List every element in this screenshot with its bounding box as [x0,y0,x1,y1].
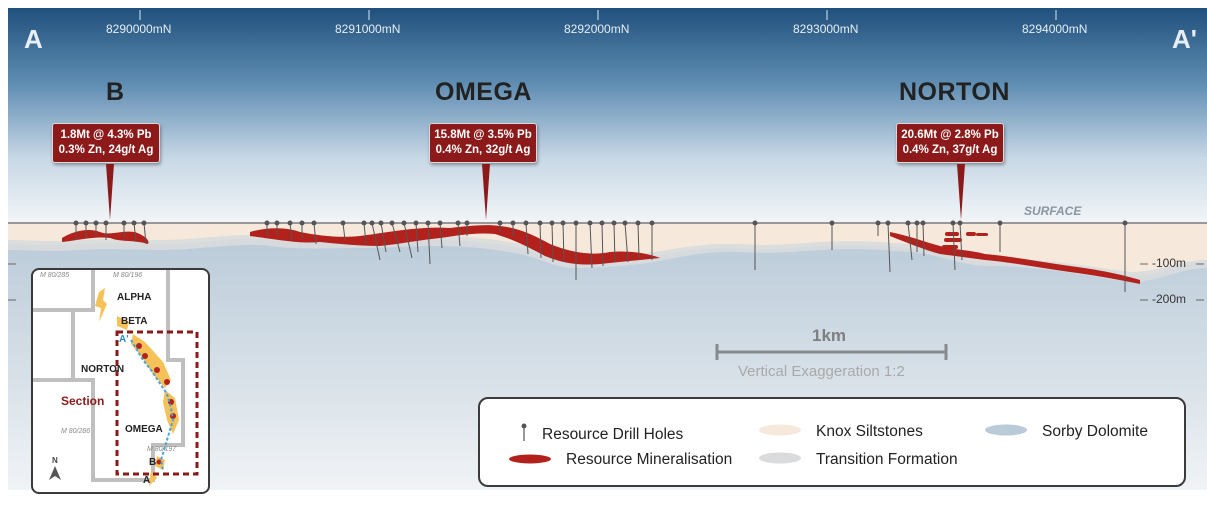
scale-bar [715,344,948,360]
mineralisation-b [62,230,149,244]
drill-hole-icon [520,423,528,446]
sky [8,8,1207,223]
inset-label-omega: OMEGA [125,424,163,435]
legend-label: Resource Drill Holes [542,425,684,443]
inset-label-beta: BETA [121,316,148,327]
callout-line-2: 0.4% Zn, 32g/t Ag [435,144,531,156]
northing-label: 8290000mN [106,22,172,36]
section-end-label: A' [1172,24,1197,54]
mineralisation-norton [890,232,1140,284]
scale-label: 1km [812,326,847,345]
legend-item-drill-holes: Resource Drill Holes [520,423,683,446]
northing-label: 8292000mN [564,22,630,36]
callout-pointer-omega [482,164,490,220]
resource-callout-b: 1.8Mt @ 4.3% Pb 0.3% Zn, 24g/t Ag [52,123,160,163]
knox-swatch [758,423,802,441]
mineralisation-bodies [62,225,1140,284]
lease-label: M 80/285 [40,272,70,279]
depth-label-100: -100m [1152,256,1187,270]
callout-line-2: 0.3% Zn, 24g/t Ag [58,144,154,156]
inset-label-section-end: A' [119,334,129,345]
inset-label-section-start: A [143,475,151,486]
northing-label: 8294000mN [1022,22,1088,36]
inset-label-b: B [149,457,157,468]
deposit-name-omega: OMEGA [435,78,532,106]
callout-pointer-b [106,164,114,220]
callout-line-1: 20.6Mt @ 2.8% Pb [901,129,999,141]
legend-item-sorby: Sorby Dolomite [984,423,1148,441]
section-start-label: A [24,24,43,54]
callout-line-1: 15.8Mt @ 3.5% Pb [434,129,532,141]
legend-item-transition: Transition Formation [758,451,958,469]
legend-item-knox: Knox Siltstones [758,423,923,441]
bottom-margin [0,490,1207,506]
callout-line-2: 0.4% Zn, 37g/t Ag [902,144,998,156]
resource-callout-norton: 20.6Mt @ 2.8% Pb 0.4% Zn, 37g/t Ag [896,123,1004,163]
inset-map-svg [33,270,199,486]
lease-label: M 80/196 [113,272,143,279]
left-margin [0,0,8,506]
inset-label-alpha: ALPHA [117,292,152,303]
resource-callout-omega: 15.8Mt @ 3.5% Pb 0.4% Zn, 32g/t Ag [429,123,537,163]
deposit-name-norton: NORTON [899,78,1010,106]
lease-label: M 80/286 [61,428,91,435]
legend-item-mineralisation: Resource Mineralisation [508,451,732,469]
drill-holes [73,220,1128,292]
legend-label: Transition Formation [816,451,958,468]
northing-label: 8293000mN [793,22,859,36]
lease-label: M 80/197 [147,446,177,453]
mineralisation-omega [250,225,660,265]
mineralisation-swatch [508,451,552,469]
legend: Resource Drill Holes Resource Mineralisa… [478,397,1186,487]
depth-label-200: -200m [1152,292,1187,306]
northing-ticks [139,10,1057,20]
northing-label: 8291000mN [335,22,401,36]
callout-pointer-norton [957,164,965,220]
legend-label: Resource Mineralisation [566,451,733,468]
deposit-name-b: B [106,78,125,106]
north-arrow-label: N [52,456,58,465]
sorby-swatch [984,423,1028,441]
legend-label: Sorby Dolomite [1042,423,1148,440]
inset-map: M 80/285 M 80/196 M 80/286 M 80/197 ALPH… [31,268,210,494]
legend-label: Knox Siltstones [816,423,923,440]
inset-label-norton: NORTON [81,364,125,375]
transition-swatch [758,451,802,469]
surface-label: SURFACE [1024,204,1082,218]
inset-section-label: Section [61,394,105,408]
callout-line-1: 1.8Mt @ 4.3% Pb [60,129,152,141]
vertical-exaggeration-label: Vertical Exaggeration 1:2 [738,363,905,380]
